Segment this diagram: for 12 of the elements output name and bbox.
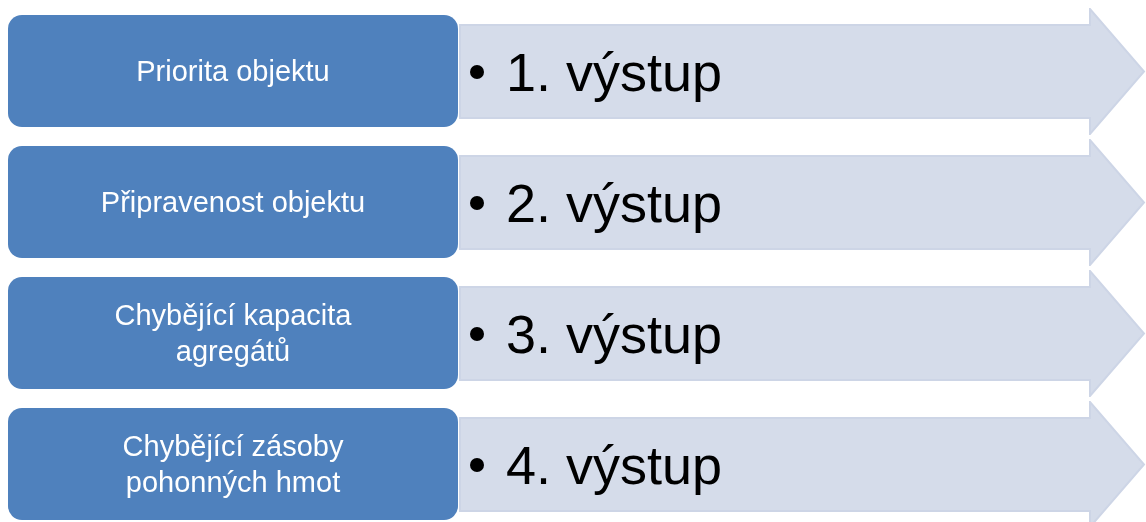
arrow-shape — [459, 139, 1146, 266]
factor-label: Chybějící kapacita agregátů — [113, 298, 353, 369]
factor-box — [8, 277, 458, 389]
arrow-shape — [459, 401, 1146, 522]
factor-box — [8, 15, 458, 127]
factor-label: Připravenost objektu — [100, 185, 366, 220]
arrow-shape — [459, 8, 1146, 135]
arrow-shape — [459, 270, 1146, 397]
factor-label: Chybějící zásoby pohonných hmot — [121, 429, 345, 500]
factor-box — [8, 408, 458, 520]
factor-box — [8, 146, 458, 258]
factor-label: Priorita objektu — [136, 54, 330, 89]
